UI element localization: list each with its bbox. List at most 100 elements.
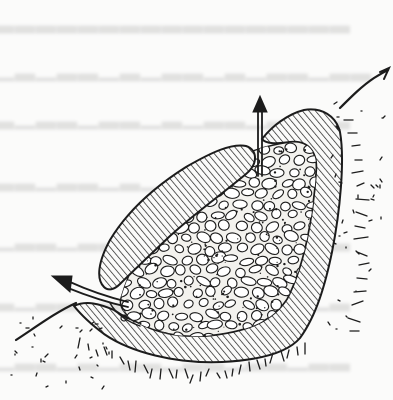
stone: [113, 177, 126, 188]
grit-dot: [204, 229, 206, 231]
grit-dot: [253, 211, 255, 213]
grit-dot: [157, 281, 158, 282]
grass-tuft: [135, 361, 136, 372]
stone: [223, 255, 237, 262]
grit-dot: [238, 140, 239, 141]
grit-dot: [173, 160, 175, 162]
grit-dot: [221, 250, 223, 252]
grass-tuft: [354, 237, 368, 239]
grass-tuft: [78, 338, 80, 348]
arrow-up-icon: [253, 96, 267, 112]
grit-dot: [237, 238, 238, 239]
grit-dot: [123, 204, 125, 206]
grit-dot: [213, 257, 214, 258]
grass-tuft: [356, 199, 369, 200]
grit-dot: [141, 179, 143, 181]
grit-dot: [276, 236, 278, 238]
grass-tuft: [150, 369, 152, 378]
grit-dot: [283, 263, 285, 265]
stone: [234, 287, 249, 298]
grass-tuft: [120, 357, 124, 364]
grit-dot: [236, 211, 238, 213]
stone: [130, 177, 143, 186]
grit-dot: [139, 294, 141, 296]
grit-dot: [172, 169, 174, 171]
grit-dot: [299, 169, 301, 171]
grit-dot: [168, 158, 170, 160]
grass-tuft: [80, 330, 82, 332]
grit-dot: [280, 150, 282, 152]
grit-dot: [277, 293, 279, 295]
grit-dot: [235, 294, 236, 295]
grit-dot: [262, 222, 264, 224]
stone: [116, 198, 129, 212]
grit-dot: [282, 219, 284, 221]
grit-dot: [257, 254, 259, 256]
grit-dot: [218, 331, 219, 332]
stone: [269, 257, 282, 265]
grass-tuft: [359, 263, 369, 265]
grit-dot: [144, 176, 146, 178]
grit-dot: [204, 255, 205, 256]
grit-dot: [277, 262, 278, 263]
stone: [280, 202, 290, 212]
grit-dot: [141, 170, 143, 172]
grass-tuft: [342, 220, 343, 223]
grit-dot: [154, 264, 157, 267]
grit-dot: [120, 207, 121, 208]
grit-dot: [184, 286, 187, 289]
grass-tuft: [144, 365, 148, 373]
grass-tuft: [36, 373, 37, 376]
grass-tuft: [257, 360, 260, 369]
grass-tuft: [176, 370, 177, 378]
stone: [211, 212, 224, 220]
grit-dot: [123, 152, 126, 155]
grass-tuft: [190, 375, 193, 383]
grass-tuft: [352, 171, 363, 173]
grit-dot: [150, 313, 152, 315]
grit-dot: [239, 263, 241, 265]
stone: [144, 157, 160, 169]
stone: [143, 178, 155, 190]
grit-dot: [172, 290, 174, 292]
grit-dot: [200, 320, 202, 322]
grit-dot: [259, 221, 261, 223]
stone: [290, 169, 300, 177]
grit-dot: [276, 265, 278, 267]
grit-dot: [150, 283, 151, 284]
grit-dot: [141, 184, 143, 186]
grit-dot: [277, 285, 279, 287]
grit-dot: [215, 298, 217, 300]
grass-tuft: [297, 347, 298, 355]
grass-tuft: [371, 185, 374, 188]
stone: [252, 201, 264, 211]
grit-dot: [303, 174, 305, 176]
stone: [119, 166, 132, 176]
grass-tuft: [34, 334, 35, 336]
grit-dot: [127, 145, 129, 147]
grit-dot: [148, 145, 150, 147]
grit-dot: [278, 197, 279, 198]
grit-dot: [258, 179, 260, 181]
grit-dot: [207, 217, 208, 218]
grass-tuft: [369, 269, 371, 271]
grit-dot: [294, 271, 296, 273]
grit-dot: [207, 259, 210, 262]
grass-tuft: [75, 355, 77, 358]
grit-dot: [274, 185, 276, 187]
grass-tuft: [79, 367, 80, 370]
stone: [175, 313, 187, 320]
grit-dot: [146, 273, 148, 275]
grass-tuft: [128, 361, 130, 370]
grass-tuft: [185, 369, 188, 378]
grit-dot: [140, 141, 142, 143]
grit-dot: [269, 208, 271, 210]
grass-tuft: [344, 232, 347, 233]
grit-dot: [226, 296, 229, 299]
grit-dot: [167, 159, 168, 160]
stone: [270, 168, 285, 178]
grass-tuft: [97, 365, 98, 366]
grit-dot: [271, 198, 273, 200]
grit-dot: [192, 302, 193, 303]
